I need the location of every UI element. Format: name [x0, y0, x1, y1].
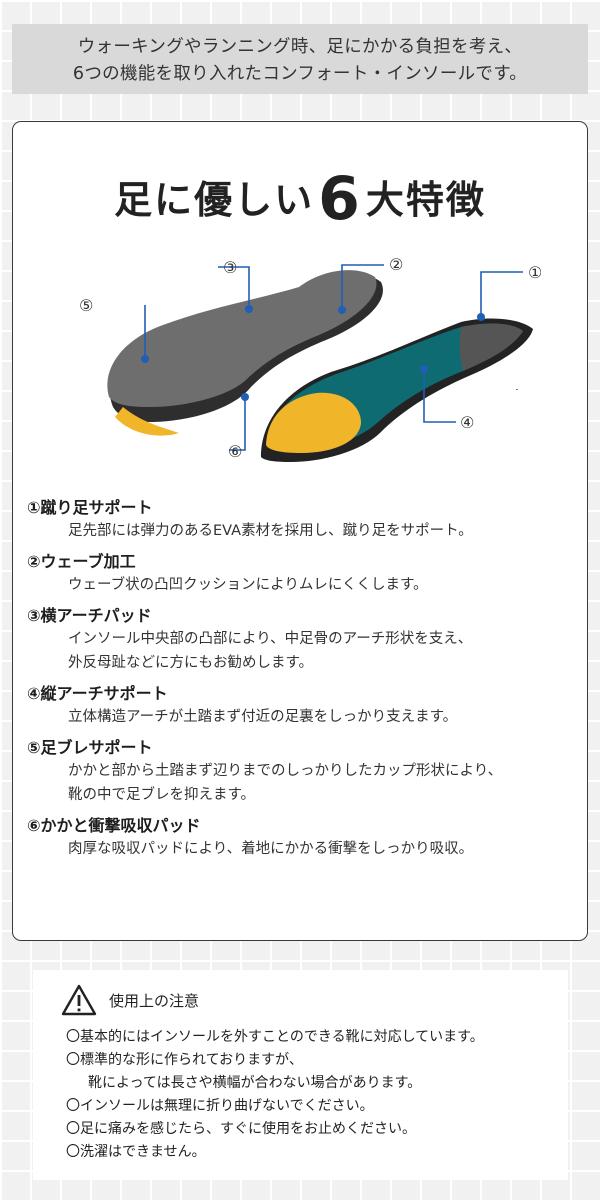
warning-triangle-icon: [61, 984, 97, 1016]
callout-dot-1: [477, 313, 485, 321]
caution-box: 使用上の注意 〇基本的にはインソールを外すことのできる靴に対応しています。〇標準…: [33, 970, 568, 1180]
feature-description: 靴の中で足ブレを抑えます。: [68, 787, 256, 803]
feature-item: ⑥かかと衝撃吸収パッド肉厚な吸収パッドにより、着地にかかる衝撃をしっかり吸収。: [27, 815, 579, 861]
feature-description: 外反母趾などに方にもお勧めします。: [68, 655, 314, 671]
title-number: 6: [318, 164, 362, 234]
feature-item: ②ウェーブ加工ウェーブ状の凸凹クッションによりムレにくくします。: [27, 551, 579, 597]
feature-item: ①蹴り足サポート足先部には弾力のあるEVA素材を採用し、蹴り足をサポート。: [27, 497, 579, 543]
callout-dot-3: [245, 305, 253, 313]
feature-description: 立体構造アーチが土踏まず付近の足裏をしっかり支えます。: [68, 709, 458, 725]
caution-item: 〇洗濯はできません。: [66, 1144, 206, 1160]
feature-title: ④縦アーチサポート: [27, 684, 168, 703]
feature-title: ①蹴り足サポート: [27, 498, 153, 517]
title-suffix: 大特徴: [365, 178, 486, 222]
caution-item: 靴によっては長さや横幅が合わない場合があります。: [88, 1075, 422, 1091]
feature-title: ③横アーチパッド: [27, 606, 152, 625]
callout-dot-4: [420, 365, 428, 373]
feature-title: ②ウェーブ加工: [27, 552, 136, 571]
feature-description: かかと部から土踏まず辺りまでのしっかりしたカップ形状により、: [68, 763, 503, 779]
insole-diagram: ① ② ③ ④ ⑤ ⑥: [79, 255, 541, 462]
caution-list: 〇基本的にはインソールを外すことのできる靴に対応しています。〇標準的な形に作られ…: [66, 1026, 566, 1164]
feature-description: 肉厚な吸収パッドにより、着地にかかる衝撃をしっかり吸収。: [68, 841, 474, 857]
title-prefix: 足に優しい: [114, 178, 315, 222]
feature-description: インソール中央部の凸部により、中足骨のアーチ形状を支え、: [68, 631, 473, 647]
feature-title: ⑤足ブレサポート: [27, 738, 153, 757]
feature-list: ①蹴り足サポート足先部には弾力のあるEVA素材を採用し、蹴り足をサポート。 ②ウェ…: [27, 497, 579, 869]
left-insole-image: [107, 270, 383, 436]
intro-line-2: 6つの機能を取り入れたコンフォート・インソールです。: [72, 64, 528, 84]
feature-description: ウェーブ状の凸凹クッションによりムレにくくします。: [68, 577, 428, 593]
callout-label-3: ③: [223, 258, 237, 277]
caution-title: 使用上の注意: [109, 991, 200, 1010]
callout-label-2: ②: [389, 255, 403, 274]
callout-dot-6: [241, 393, 249, 401]
callout-label-6: ⑥: [228, 442, 242, 461]
callout-lines: [144, 264, 523, 451]
feature-item: ⑤足ブレサポートかかと部から土踏まず辺りまでのしっかりしたカップ形状により、靴の…: [27, 737, 579, 807]
intro-banner: ウォーキングやランニング時、足にかかる負担を考え、 6つの機能を取り入れたコンフ…: [12, 24, 588, 94]
feature-title: ⑥かかと衝撃吸収パッド: [27, 816, 201, 835]
callout-label-1: ①: [528, 263, 541, 282]
caution-item: 〇基本的にはインソールを外すことのできる靴に対応しています。: [66, 1029, 484, 1045]
caution-item: 〇標準的な形に作られておりますが、: [66, 1052, 303, 1068]
callout-dot-2: [338, 306, 346, 314]
feature-item: ④縦アーチサポート立体構造アーチが土踏まず付近の足裏をしっかり支えます。: [27, 683, 579, 729]
caution-header: 使用上の注意: [61, 982, 199, 1018]
caution-item: 〇インソールは無理に折り曲げないでください。: [66, 1098, 374, 1114]
callout-dot-5: [141, 355, 149, 363]
callout-label-4: ④: [460, 413, 474, 432]
feature-description: 足先部には弾力のあるEVA素材を採用し、蹴り足をサポート。: [68, 523, 473, 539]
caution-item: 〇足に痛みを感じたら、すぐに使用をお止めください。: [66, 1121, 416, 1137]
intro-line-1: ウォーキングやランニング時、足にかかる負担を考え、: [77, 37, 523, 57]
feature-item: ③横アーチパッドインソール中央部の凸部により、中足骨のアーチ形状を支え、外反母趾…: [27, 605, 579, 675]
right-insole-image: [261, 318, 533, 462]
callout-label-5: ⑤: [79, 296, 93, 315]
